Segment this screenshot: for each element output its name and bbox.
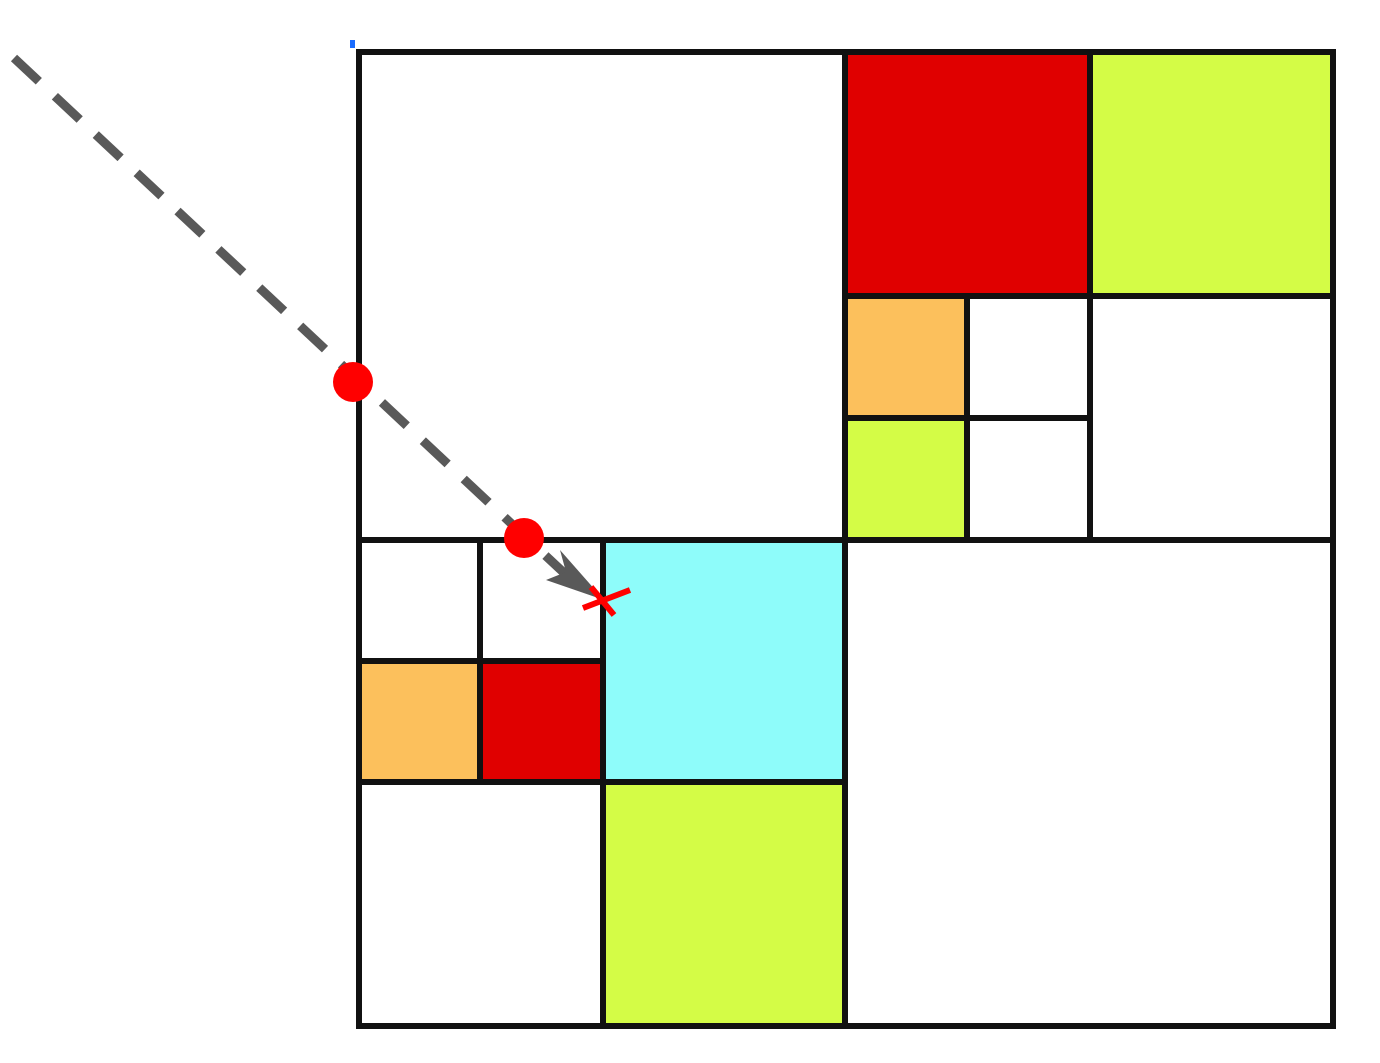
- cell-ne-nw: [842, 49, 1093, 299]
- cell-root-se: [842, 537, 1336, 1029]
- cell-sw-nw-ne: [477, 537, 606, 664]
- ray-line: [10, 54, 582, 590]
- cell-sw-sw: [356, 779, 606, 1029]
- cell-ne-sw-sw: [842, 415, 970, 543]
- cell-ne-ne: [1087, 49, 1336, 299]
- cell-sw-nw-se: [477, 658, 606, 785]
- cell-ne-sw-nw: [842, 293, 970, 421]
- cell-sw-nw-sw: [356, 658, 483, 785]
- cell-sw-nw-nw: [356, 537, 483, 664]
- cells-group: [356, 49, 1336, 1029]
- cell-sw-se: [600, 779, 848, 1029]
- cell-ne-se: [1087, 293, 1336, 543]
- target-cross-marker: [581, 585, 632, 617]
- cell-sw-ne: [600, 537, 848, 785]
- ray-arrowhead: [546, 550, 604, 600]
- cell-root-nw: [356, 49, 848, 543]
- cell-ne-sw-se: [964, 415, 1093, 543]
- ray-group: [10, 54, 604, 600]
- target-cross-stroke-2: [581, 587, 632, 611]
- intersection-point-2: [504, 518, 544, 558]
- cell-ne-sw-ne: [964, 293, 1093, 421]
- intersection-point-1: [333, 362, 373, 402]
- corner-mark: [350, 40, 355, 48]
